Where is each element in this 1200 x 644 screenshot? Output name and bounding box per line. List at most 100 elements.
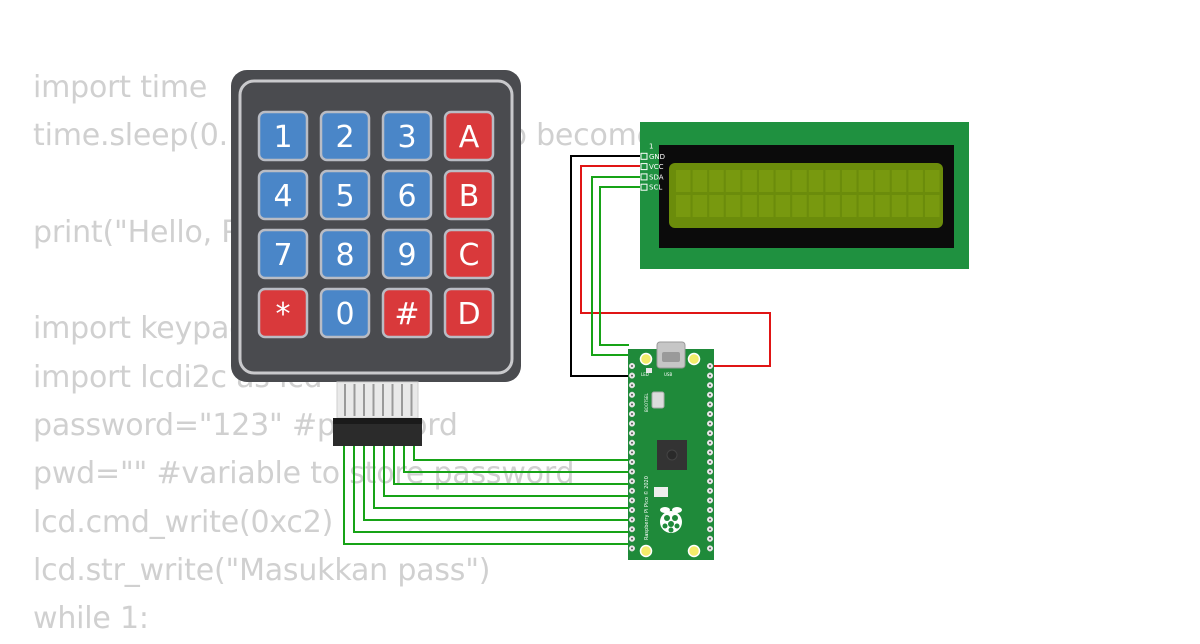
keypad-key-6[interactable]: 6 [381,169,433,221]
key-label: 3 [397,120,416,155]
bootsel-label: BOOTSEL [644,393,649,412]
lcd-char-cell [676,195,691,217]
wire-keypad-4 [383,446,629,497]
keypad-key-0[interactable]: 0 [319,287,371,339]
lcd-char-cell [759,195,774,217]
key-label: C [459,238,480,273]
wire-keypad-2 [403,446,629,473]
lcd-char-cell [891,195,907,217]
wire-keypad-6 [363,446,629,521]
key-label: 9 [397,238,416,273]
key-label: * [276,297,291,332]
keypad-key-C[interactable]: C [443,228,495,280]
lcd-char-cell [891,170,907,192]
mount-hole [687,544,701,558]
lcd-pin-label: GND [649,153,665,161]
lcd-pin-label: SDA [649,173,664,181]
lcd-char-cell [775,170,791,192]
keypad-key-D[interactable]: D [443,287,495,339]
keypad-key-9[interactable]: 9 [381,228,433,280]
lcd-char-cell [742,170,757,192]
flash-chip [654,487,668,497]
lcd-char-cell [925,170,940,192]
lcd-char-cell [775,195,791,217]
lcd-char-cell [676,170,691,192]
led [646,368,652,373]
lcd-char-cell [725,170,741,192]
lcd-pin-gnd [640,152,648,160]
lcd-char-cell [842,195,857,217]
keypad-key-#[interactable]: # [381,287,433,339]
lcd-char-cell [908,170,923,192]
mount-hole [639,352,653,366]
keypad-ribbon [336,381,419,419]
wire-sda [591,176,644,356]
raspberry-pi-pico: LED USB BOOTSEL Raspberry Pi Pico © 2020 [628,341,714,560]
keypad-wires [343,446,629,545]
lcd-char-cell [858,195,874,217]
keypad-key-8[interactable]: 8 [319,228,371,280]
lcd-char-cell [709,195,724,217]
lcd-pin-vcc [640,163,648,171]
mount-hole [639,544,653,558]
keypad-key-3[interactable]: 3 [381,110,433,162]
key-label: 1 [273,120,292,155]
lcd-char-cell [692,170,708,192]
key-label: A [459,120,480,155]
lcd-char-cell [875,170,890,192]
keypad-key-B[interactable]: B [443,169,495,221]
keypad-border [238,79,514,375]
lcd-pin-sda [640,173,648,181]
usb-label: USB [664,372,672,377]
key-label: 6 [397,179,416,214]
keypad-key-1[interactable]: 1 [257,110,309,162]
lcd-char-cell [925,195,940,217]
code-line: import time [33,70,208,105]
keypad-key-7[interactable]: 7 [257,228,309,280]
lcd-char-cell [742,195,757,217]
raspberry-logo-icon [660,507,682,533]
lcd-pin-scl [640,183,648,191]
lcd-pin-label: 1 [649,143,653,151]
wire-keypad-3 [393,446,629,485]
wire-keypad-1 [413,446,629,461]
wire-keypad-5 [373,446,629,509]
mount-hole [687,352,701,366]
lcd-char-cell [842,170,857,192]
lcd-char-cell [792,195,807,217]
keypad-key-*[interactable]: * [257,287,309,339]
code-line: lcd.cmd_write(0xc2) [33,504,334,540]
keypad-key-5[interactable]: 5 [319,169,371,221]
key-label: # [394,297,419,332]
code-line: import keypad [33,311,248,347]
key-label: B [459,179,480,214]
keypad-key-A[interactable]: A [443,110,495,162]
wire-gnd [570,155,644,377]
code-line: lcd.str_write("Masukkan pass") [33,552,491,588]
lcd-char-cell [759,170,774,192]
lcd-char-cell [908,195,923,217]
key-label: 7 [273,238,292,273]
wire-keypad-7 [353,446,629,533]
keypad-key-4[interactable]: 4 [257,169,309,221]
lcd-char-cell [875,195,890,217]
lcd-pin-label: SCL [649,184,662,192]
wire-vcc [580,165,771,367]
lcd-char-cell [692,195,708,217]
key-label: 0 [335,297,354,332]
key-label: 8 [335,238,354,273]
keypad-key-2[interactable]: 2 [319,110,371,162]
code-line: pwd="" #variable to store password [33,456,575,492]
lcd-char-cell [709,170,724,192]
key-label: 5 [335,179,354,214]
bootsel-button[interactable] [651,391,665,409]
wire-scl [599,186,644,346]
lcd-pin-label: VCC [649,163,664,171]
lcd-char-cell [825,170,840,192]
led-label: LED [641,372,649,377]
wires [343,155,771,545]
wire-keypad-8 [343,446,629,545]
